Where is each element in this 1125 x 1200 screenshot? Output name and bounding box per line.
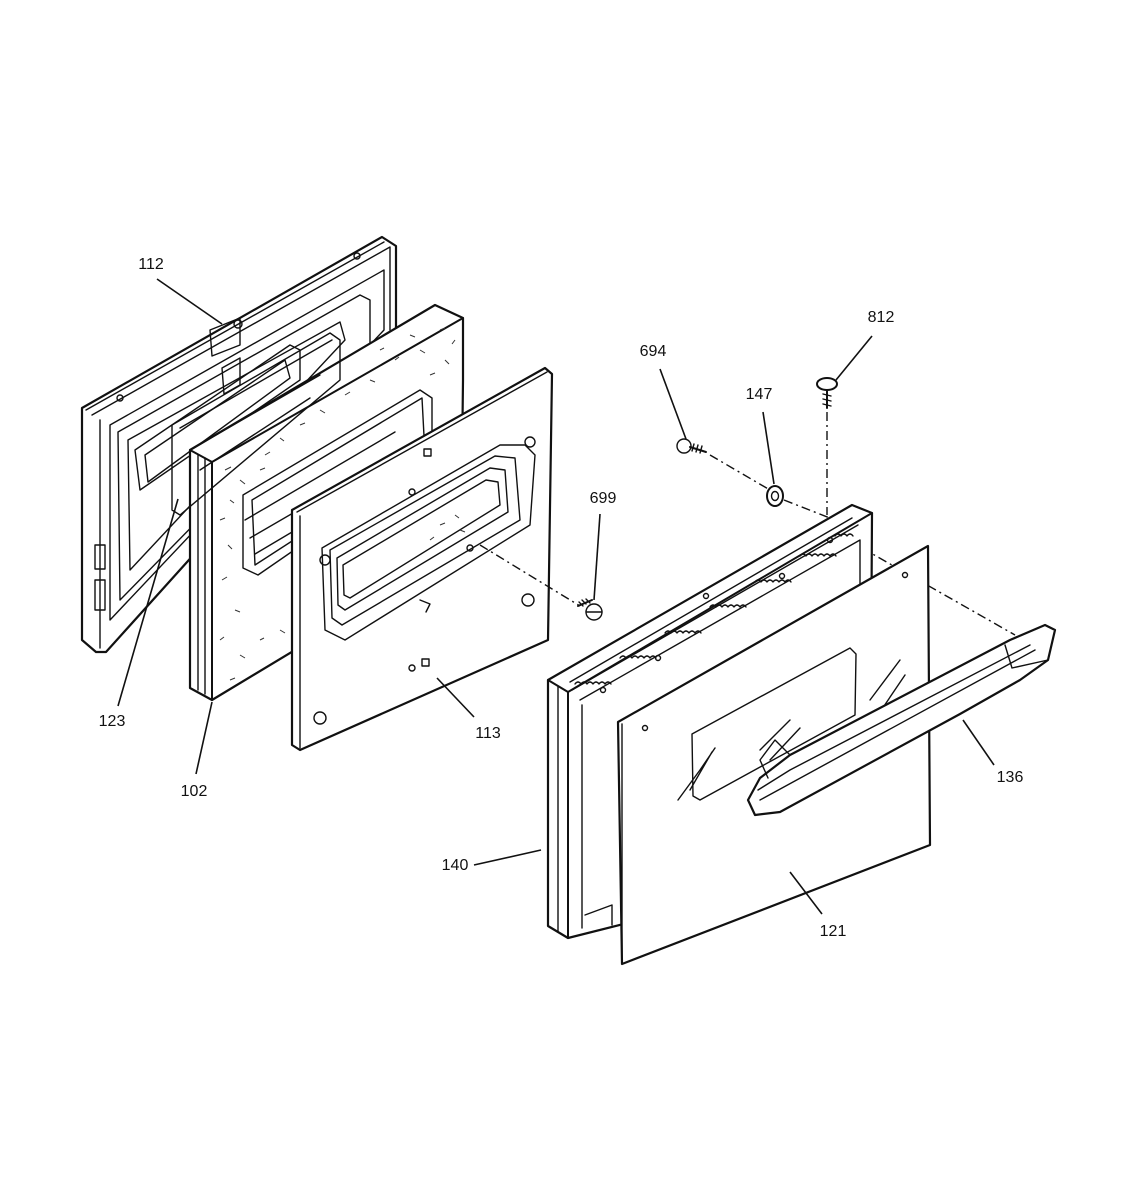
leader-lines [117, 278, 995, 915]
assembly-center-lines [479, 412, 1016, 636]
label-699: 699 [590, 490, 617, 507]
door-handle-136[interactable] [746, 623, 1057, 817]
screw-694[interactable] [676, 438, 707, 454]
screw-812[interactable] [816, 377, 838, 409]
label-694: 694 [640, 343, 667, 360]
label-113: 113 [475, 725, 501, 742]
label-123: 123 [99, 713, 126, 730]
washer-147[interactable] [766, 485, 784, 507]
label-147: 147 [746, 386, 773, 403]
door-panel-113[interactable] [290, 366, 554, 752]
inner-glass-123[interactable] [171, 332, 341, 516]
label-102: 102 [181, 783, 208, 800]
label-112: 112 [138, 256, 164, 273]
label-121: 121 [820, 923, 847, 940]
label-136: 136 [997, 769, 1024, 786]
part-labels: 112 123 102 113 699 694 147 812 140 121 … [99, 256, 1024, 940]
label-140: 140 [442, 857, 469, 874]
screw-699[interactable] [577, 598, 603, 621]
outer-glass-121[interactable] [616, 544, 932, 966]
label-812: 812 [868, 309, 895, 326]
